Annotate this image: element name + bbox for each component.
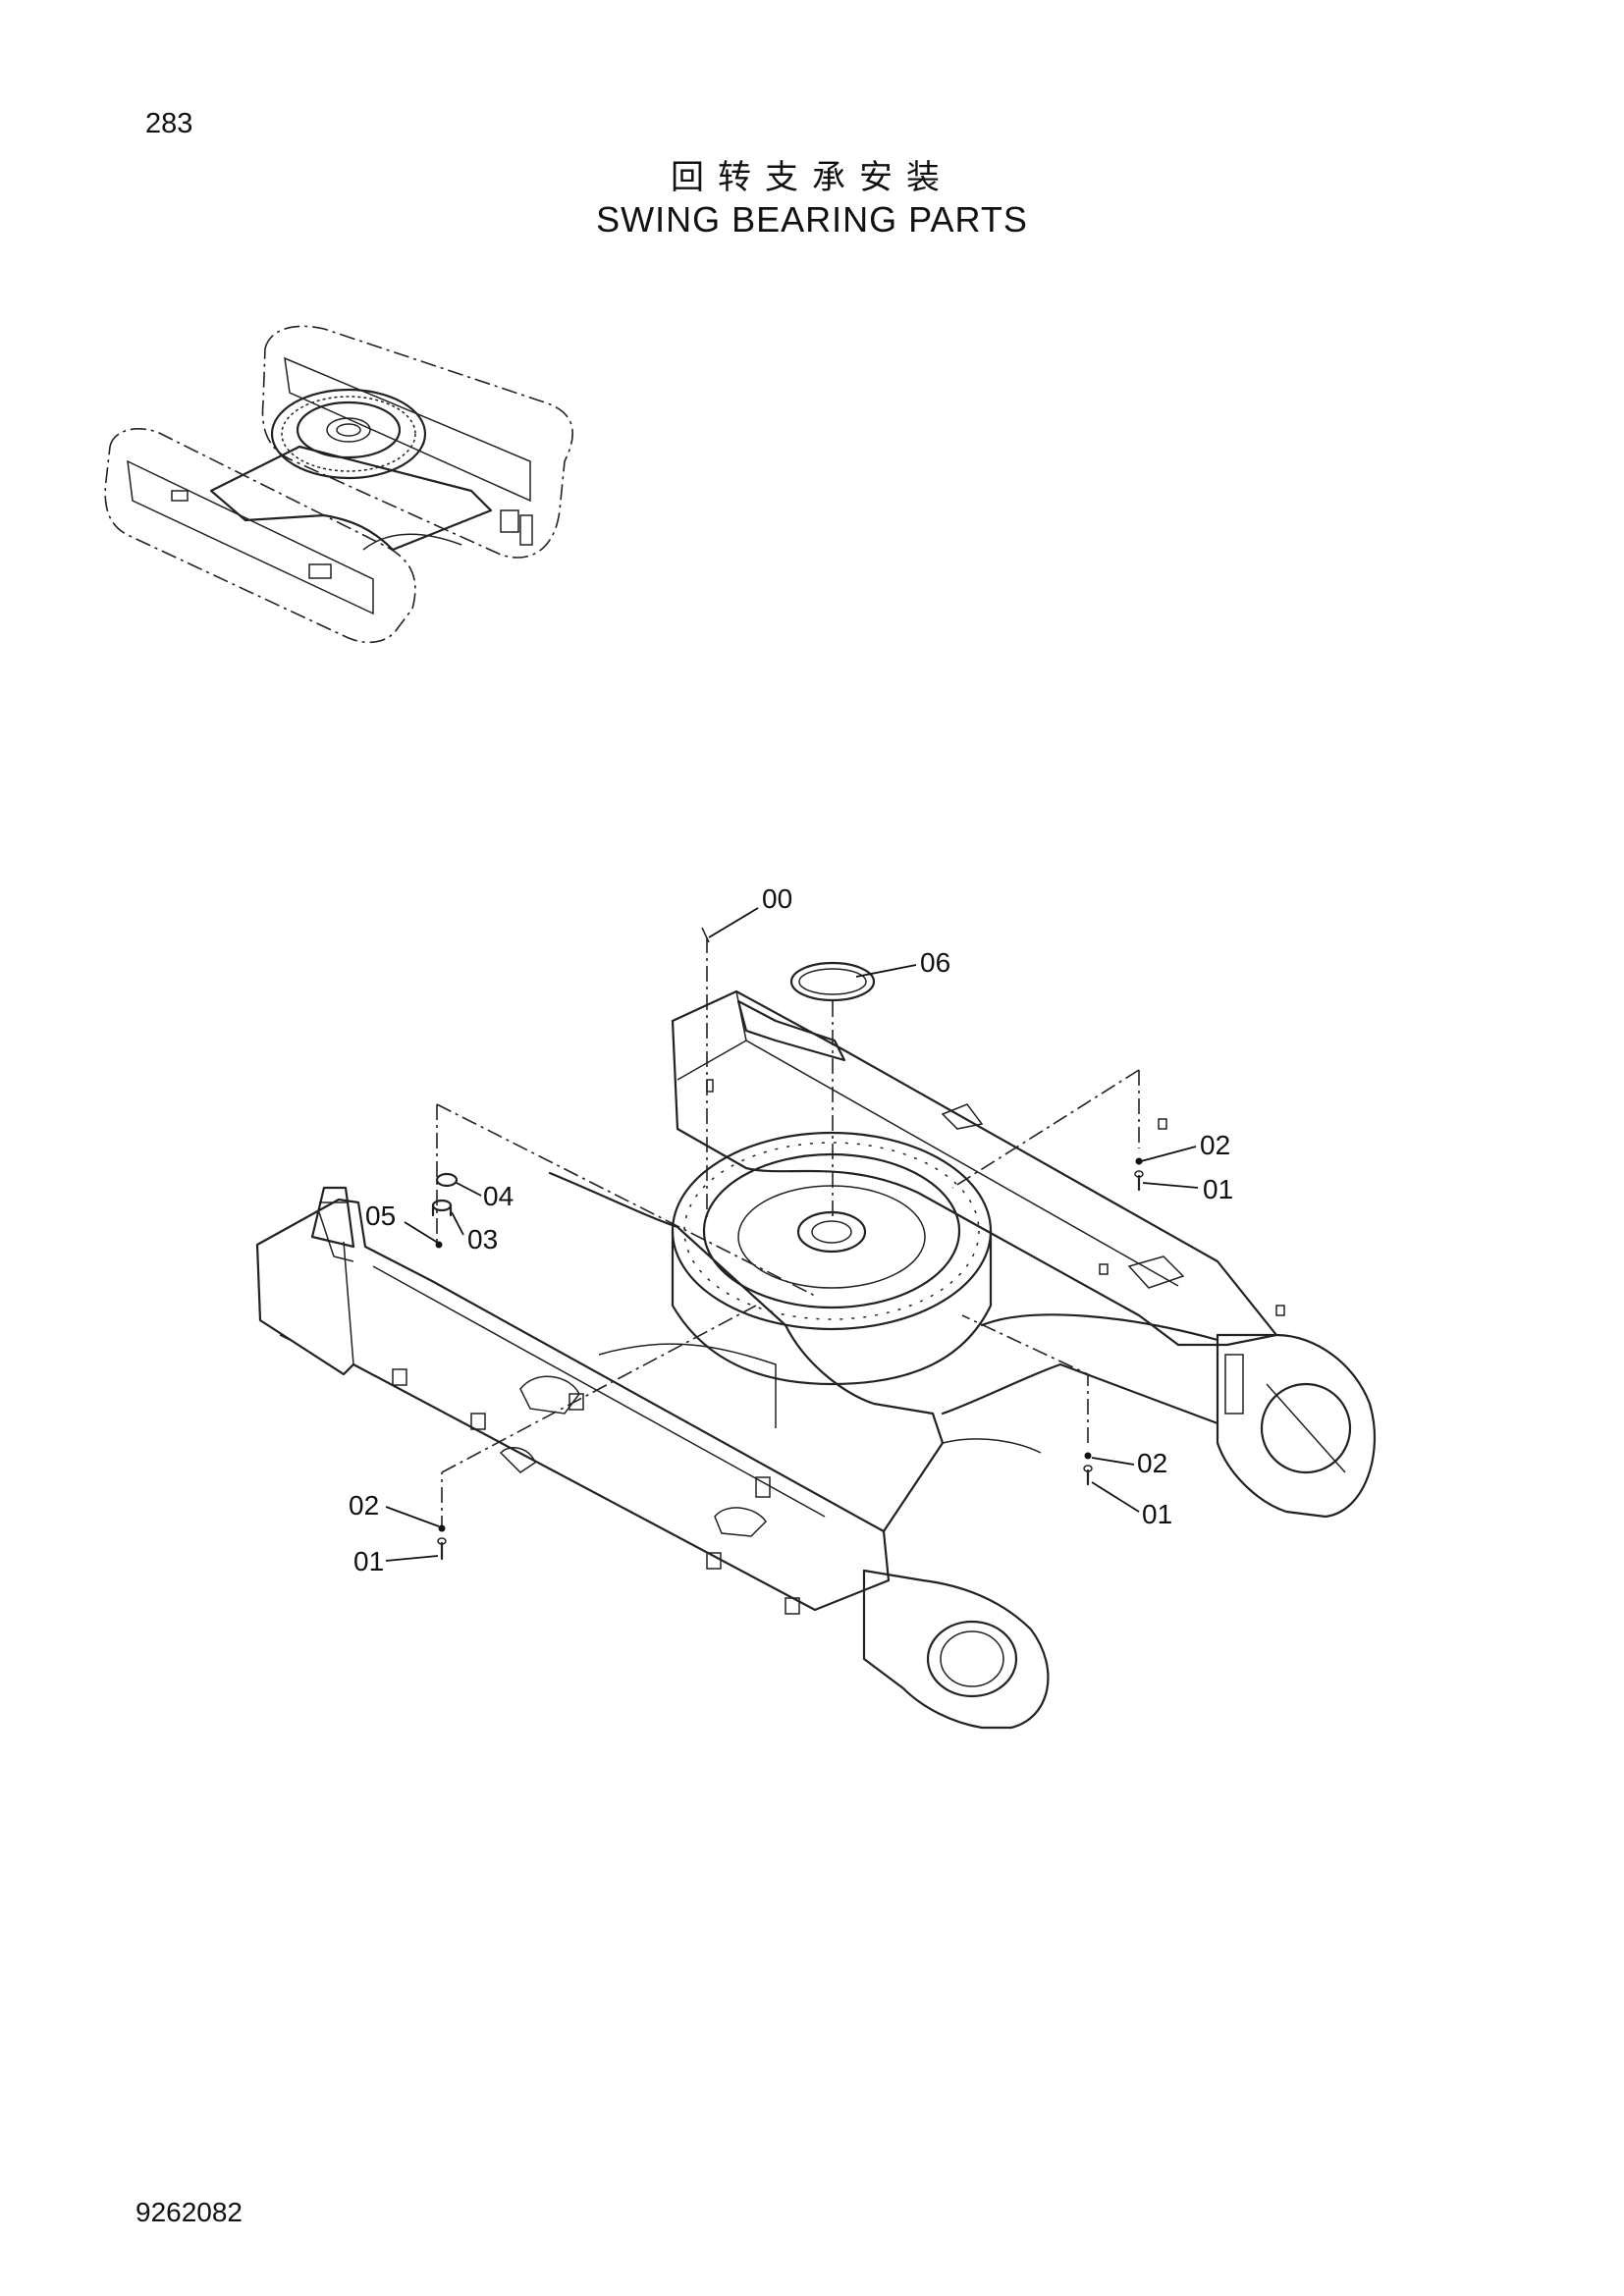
assembly-lines (436, 927, 1140, 1531)
callout-02-lower-left: 02 (349, 1490, 379, 1521)
overview-undercarriage (104, 325, 573, 644)
callout-03: 03 (467, 1224, 498, 1255)
leader-lines (385, 907, 1199, 1562)
callout-01-lower-left: 01 (353, 1546, 384, 1576)
callout-04: 04 (483, 1181, 514, 1211)
page-number: 283 (145, 108, 193, 139)
document-number: 9262082 (135, 2197, 244, 2227)
title-english: SWING BEARING PARTS (596, 199, 1028, 240)
title-chinese: 回转支承安装 (671, 158, 953, 197)
callout-06: 06 (920, 947, 950, 978)
callout-01-upper-right: 01 (1203, 1174, 1233, 1204)
callout-02-upper-right: 02 (1200, 1130, 1230, 1160)
callout-01-lower-right: 01 (1142, 1499, 1172, 1529)
callout-00: 00 (762, 883, 792, 914)
callout-02-lower-right: 02 (1137, 1448, 1167, 1478)
callout-05: 05 (365, 1201, 396, 1231)
main-undercarriage-frame (255, 961, 1377, 1730)
